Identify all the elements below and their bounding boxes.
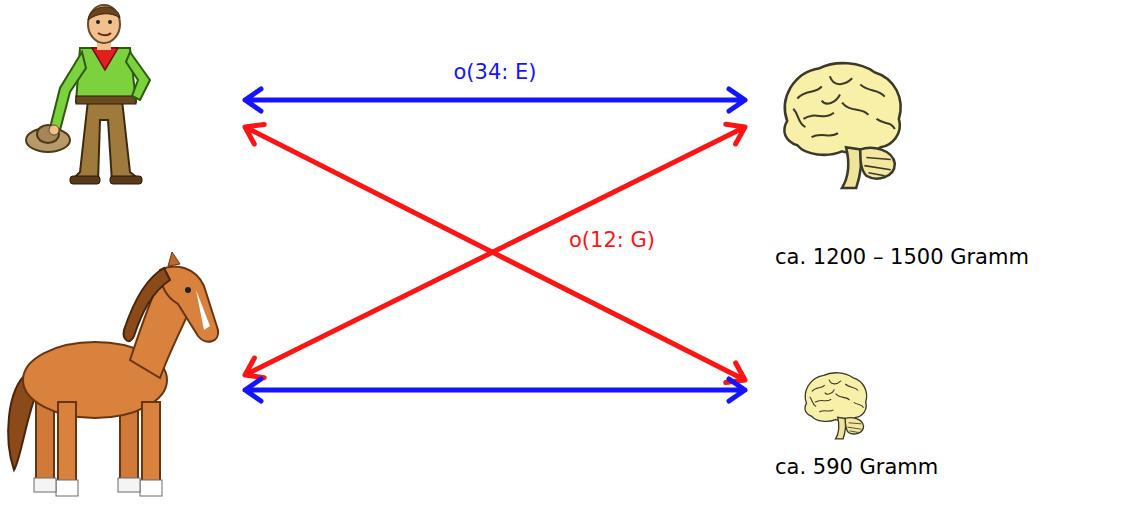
arrow-line bbox=[245, 124, 745, 382]
weight-caption: ca. 1200 – 1500 Gramm bbox=[775, 245, 1029, 269]
arrow-line bbox=[245, 89, 745, 111]
double-arrow bbox=[245, 379, 745, 401]
small-brain bbox=[805, 373, 867, 439]
man-figure bbox=[26, 5, 150, 184]
edge-label: o(34: E) bbox=[451, 60, 540, 84]
weight-caption: ca. 590 Gramm bbox=[775, 455, 938, 479]
large-brain bbox=[784, 63, 900, 188]
double-arrow bbox=[245, 124, 745, 382]
arrow-line bbox=[245, 379, 745, 401]
figure-node: ca. 590 Gramm bbox=[745, 360, 975, 490]
double-arrow bbox=[245, 89, 745, 111]
figure-node bbox=[0, 250, 245, 506]
figure-node bbox=[20, 5, 245, 190]
figure-node: ca. 1200 – 1500 Gramm bbox=[745, 55, 1065, 275]
edge-label: o(12: G) bbox=[566, 228, 658, 252]
horse-figure bbox=[8, 252, 218, 496]
